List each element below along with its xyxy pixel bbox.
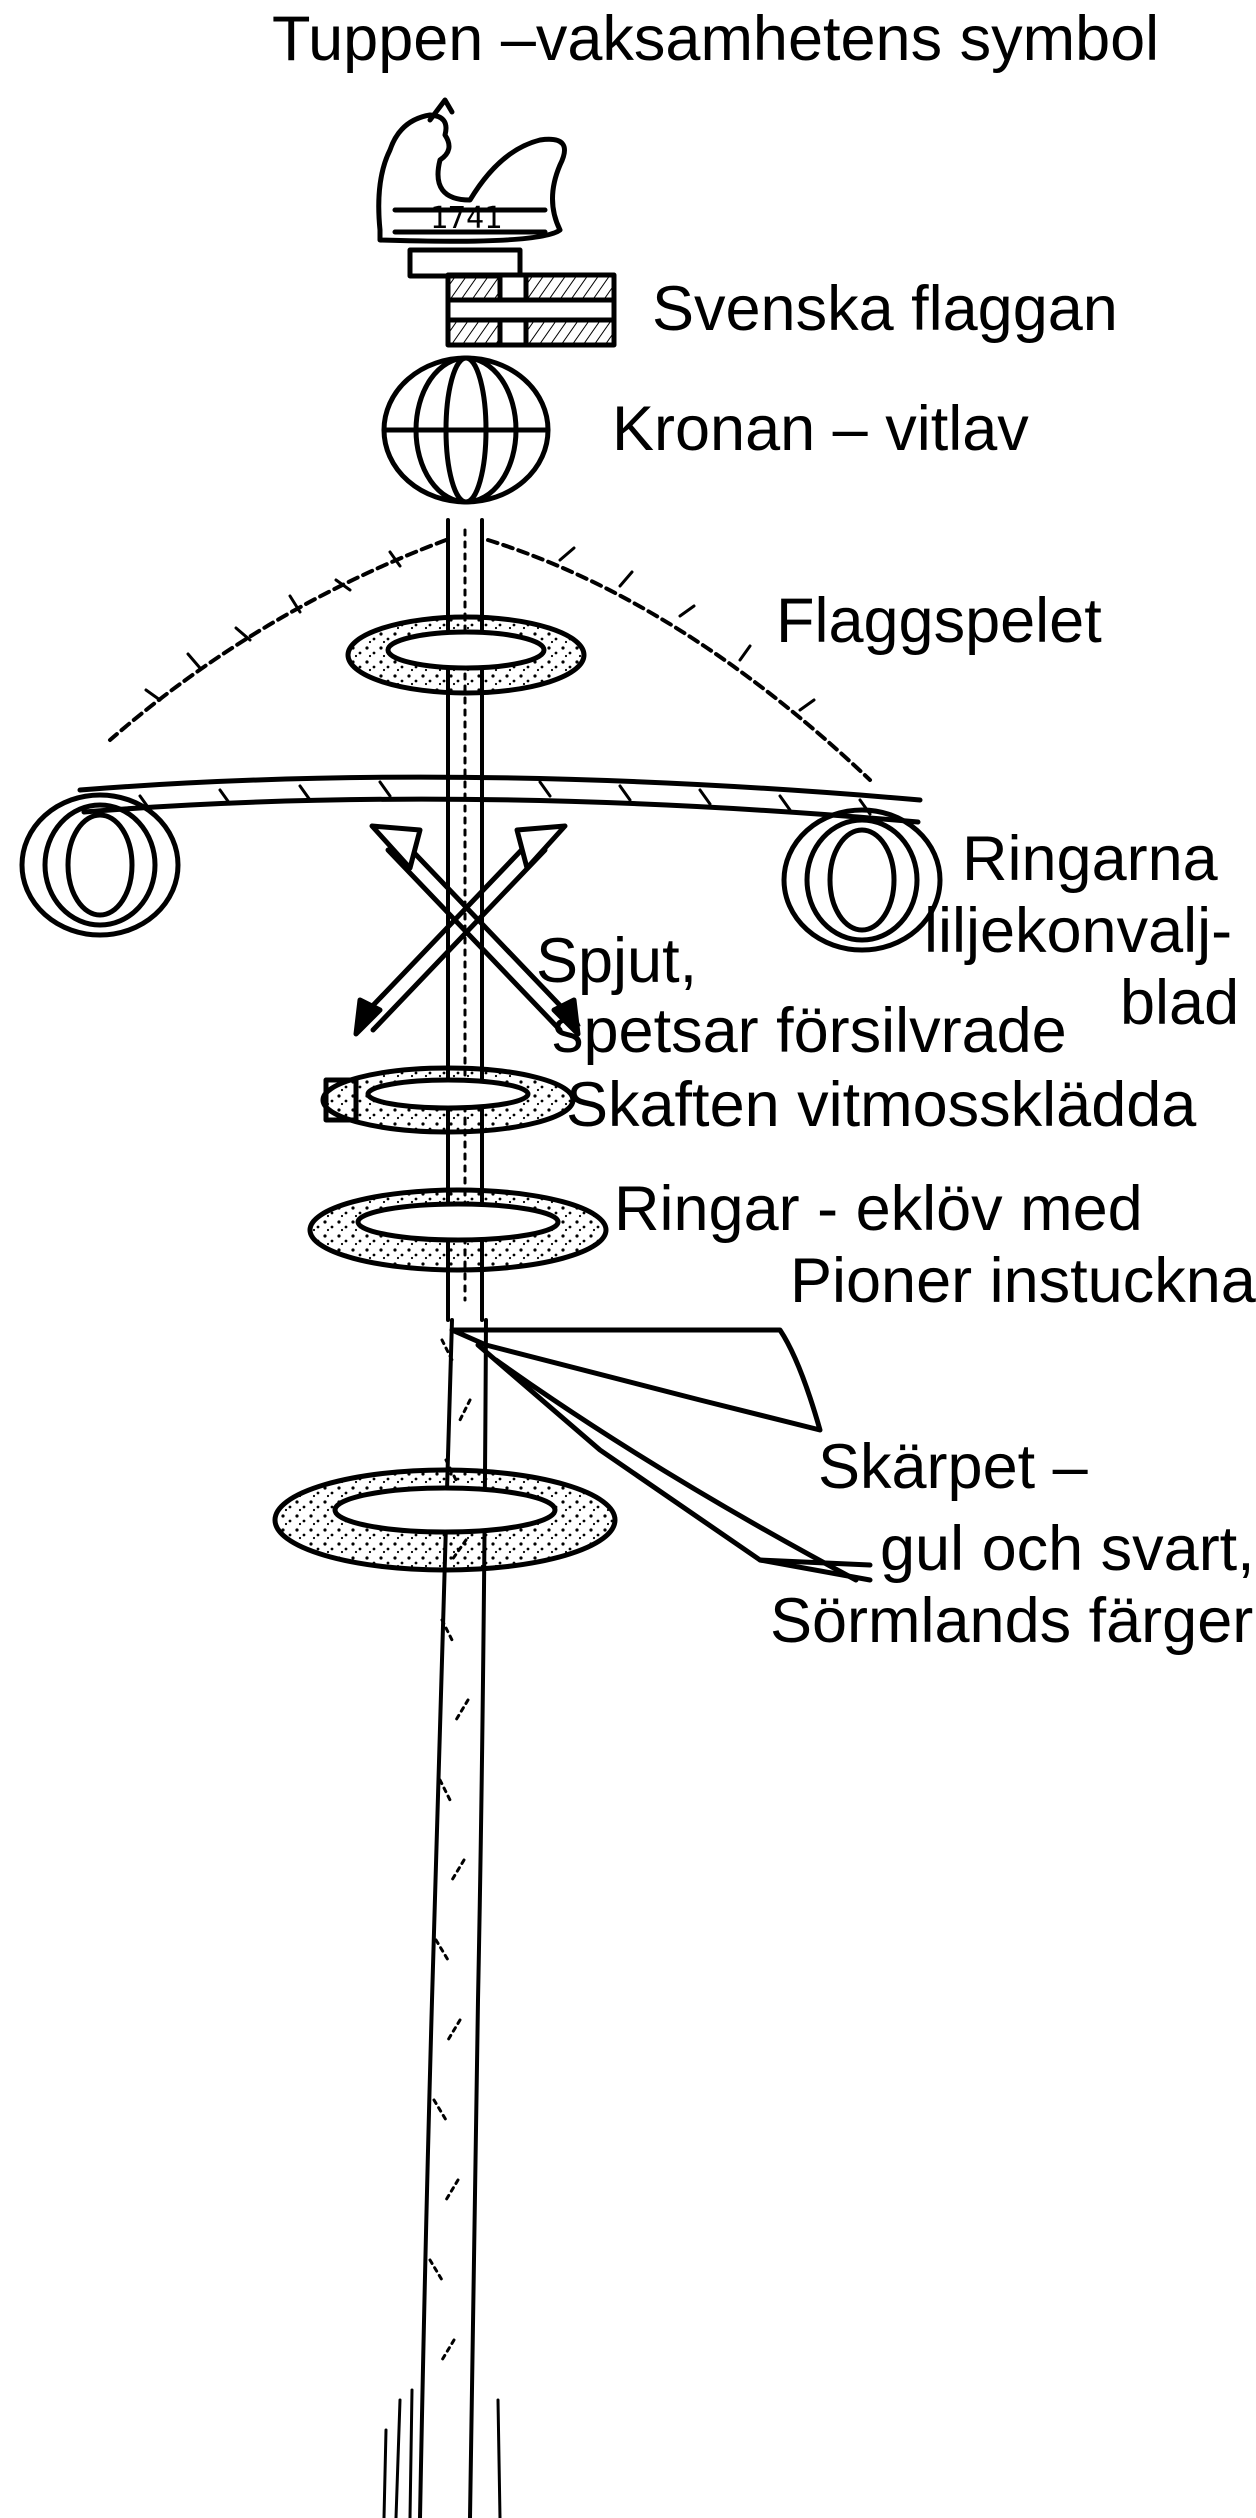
label-spears-line1: Spjut,: [536, 926, 698, 996]
top-ring: [345, 614, 587, 696]
bottom-ring: [272, 1467, 618, 1573]
label-rings-line1: Ringarna: [962, 824, 1218, 894]
cross-beam: [77, 774, 923, 825]
label-swedish-flag: Svenska flaggan: [652, 274, 1118, 344]
ring-left: [19, 792, 181, 938]
label-sash-line1: Skärpet –: [818, 1432, 1088, 1502]
label-rings-line2: liljekonvalj-: [924, 896, 1233, 966]
swedish-flag-drawing: [445, 272, 617, 348]
crossed-spears: [353, 823, 581, 1037]
label-sash-line3: Sörmlands färger: [770, 1586, 1254, 1656]
shaft-ring: [320, 1065, 576, 1135]
sash: [449, 1327, 873, 1583]
label-oak-rings-line2: Pioner instuckna: [790, 1246, 1256, 1316]
ring-right: [781, 807, 943, 953]
label-oak-rings-line1: Ringar - eklöv med: [614, 1174, 1143, 1244]
rooster-year: 1741: [430, 201, 502, 236]
oak-leaf-ring: [307, 1187, 609, 1273]
label-flagpole: Flaggspelet: [776, 586, 1102, 656]
label-spears-line2: spetsar försilvrade: [552, 996, 1067, 1066]
label-sash-line2: gul och svart,: [880, 1514, 1255, 1584]
label-rings-line3: blad: [1120, 968, 1240, 1038]
label-crown: Kronan – vitlav: [612, 394, 1029, 464]
rooster-drawing: [376, 97, 567, 279]
garland-leaves: [144, 546, 816, 712]
label-shafts: Skaften vitmossklädda: [566, 1070, 1197, 1140]
label-rooster: Tuppen –vaksamhetens symbol: [272, 4, 1160, 74]
crown-drawing: [381, 355, 551, 505]
